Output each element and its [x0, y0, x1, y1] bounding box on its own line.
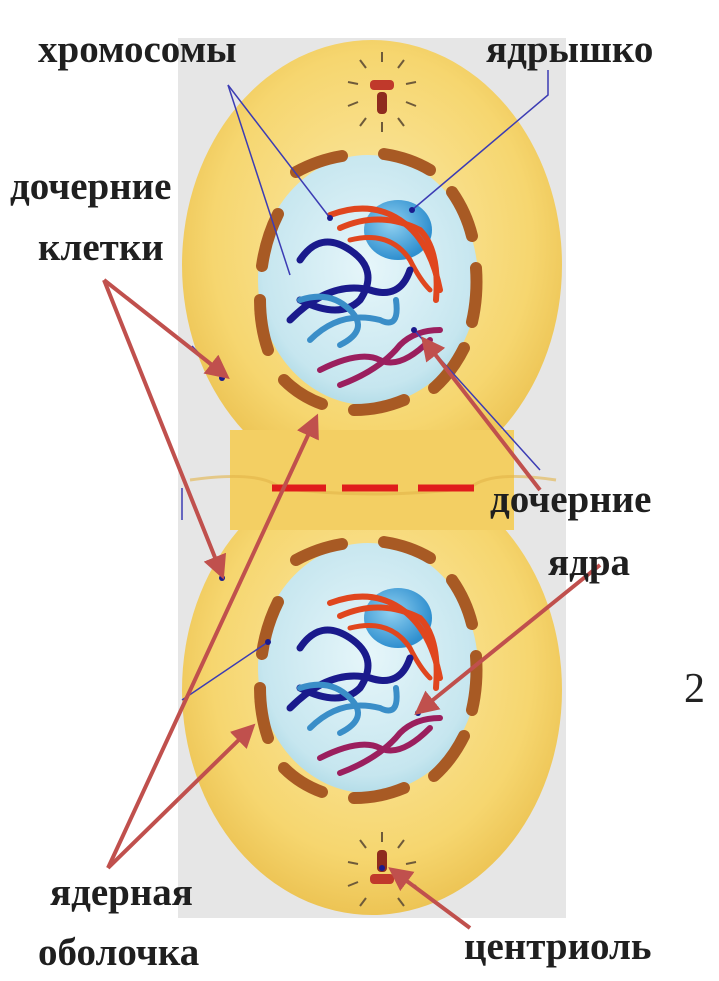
label-daughter-cells-line2: клетки: [38, 225, 164, 271]
label-daughter-nuclei-line2: ядра: [548, 540, 630, 586]
label-nuclear-envelope-line1: ядерная: [50, 870, 193, 916]
label-daughter-nuclei-line1: дочерние: [490, 477, 651, 523]
label-nucleolus: ядрышко: [486, 27, 653, 73]
label-centriole: центриоль: [464, 924, 652, 970]
label-nuclear-envelope-line2: оболочка: [38, 930, 199, 976]
label-chromosomes: хромосомы: [38, 27, 237, 73]
label-daughter-cells-line1: дочерние: [10, 164, 171, 210]
partial-number: 2: [684, 666, 705, 712]
